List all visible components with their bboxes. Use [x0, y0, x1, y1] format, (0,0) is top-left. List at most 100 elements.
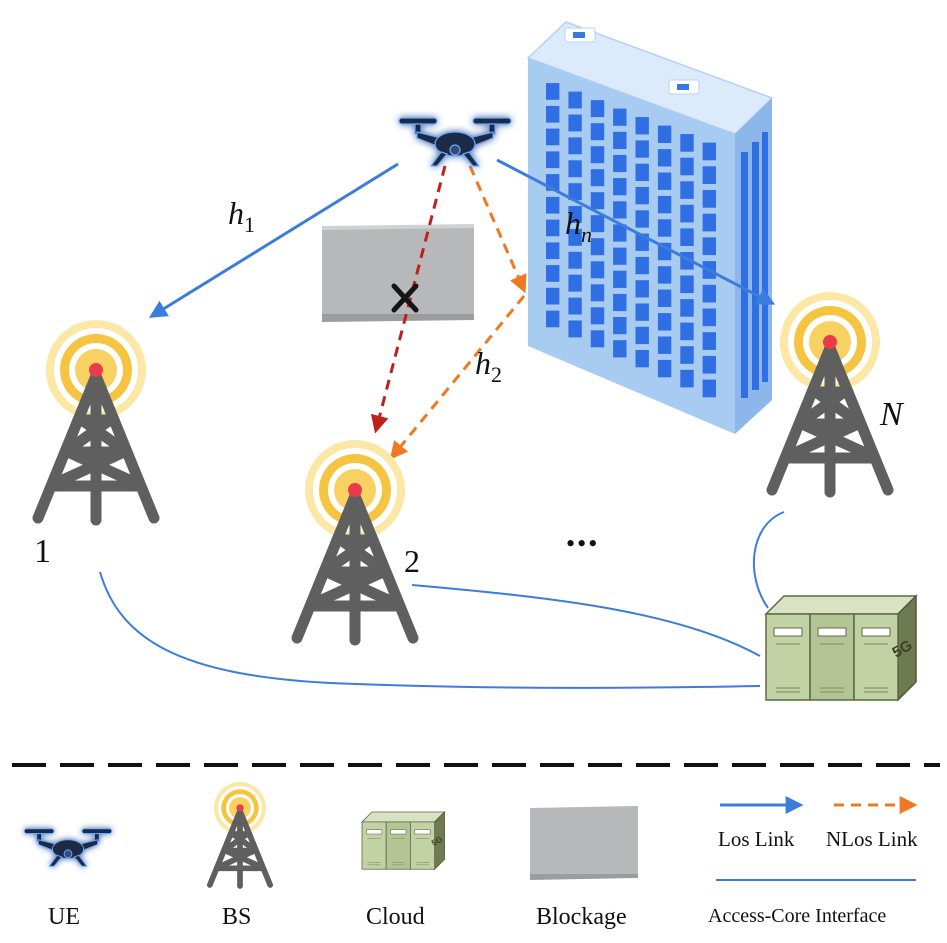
building-window: [635, 326, 649, 345]
building-window: [590, 238, 605, 256]
building-window: [613, 270, 627, 288]
building-window: [680, 369, 694, 388]
building-window: [657, 313, 672, 331]
building-window: [590, 123, 605, 141]
building-window: [546, 310, 560, 328]
legend-bs-icon: [210, 782, 270, 886]
building-window: [613, 178, 627, 196]
legend-cloud-icon: 5G: [361, 811, 445, 870]
building-window: [613, 108, 627, 126]
building-window: [613, 224, 627, 242]
building-window: [680, 157, 694, 176]
building-window: [613, 317, 627, 335]
building-window: [635, 163, 649, 181]
access-core-interfaces: [99, 511, 785, 689]
building-window: [657, 125, 672, 143]
building-window: [657, 289, 672, 307]
building-window: [613, 293, 627, 312]
legend-ue-label: UE: [48, 904, 80, 930]
building-window: [702, 284, 716, 303]
building-window: [546, 105, 560, 123]
building-window: [657, 219, 672, 237]
building-window: [657, 149, 672, 167]
building-window: [657, 242, 672, 261]
label-h2: h2: [475, 345, 502, 387]
blocked-nlos-link: [370, 165, 447, 434]
building-window: [702, 379, 716, 398]
label-bs-1: 1: [34, 533, 51, 570]
ue-drone-icon: [399, 118, 511, 166]
building-window: [590, 100, 605, 118]
nlos-link-reflected: [389, 295, 526, 460]
building-window: [613, 340, 627, 358]
interface-bs1: [99, 571, 761, 689]
building-window: [680, 275, 694, 294]
building-window: [568, 228, 582, 246]
bs-tower-1: [38, 320, 154, 520]
legend-los-label: Los Link: [718, 827, 795, 851]
building-window: [657, 266, 672, 284]
los-link-hn: [496, 158, 776, 305]
building-window: [702, 308, 716, 327]
building-window: [702, 332, 716, 350]
building-window: [546, 219, 560, 237]
building-window: [568, 297, 582, 315]
interface-bsn: [752, 511, 785, 609]
ellipsis: •••: [566, 529, 599, 558]
building-window: [680, 134, 694, 152]
building-window: [635, 303, 649, 321]
label-bs-n: N: [879, 396, 905, 433]
blocked-cross-mark: [391, 283, 419, 313]
building-window: [657, 336, 672, 354]
building-window: [702, 237, 716, 256]
building-window: [702, 142, 716, 161]
legend-blockage-label: Blockage: [536, 904, 627, 930]
building-window: [590, 169, 605, 187]
building-window: [635, 350, 649, 368]
building-window: [613, 201, 627, 219]
legend: UE BS 5G Cloud Blockage Los Link NLos Li…: [24, 782, 918, 930]
legend-interface-label: Access-Core Interface: [708, 905, 886, 927]
building-window: [546, 151, 560, 169]
building-window: [568, 251, 582, 269]
building-window: [613, 154, 627, 173]
building-window: [680, 322, 694, 341]
building-window: [568, 160, 582, 178]
building-window: [613, 247, 627, 265]
building-window: [568, 206, 582, 223]
legend-blockage-icon: [530, 806, 638, 880]
building-window: [590, 330, 605, 348]
building-window: [613, 131, 627, 149]
building-window: [702, 355, 716, 374]
bs-tower-2: [297, 440, 413, 640]
building-window: [568, 183, 582, 201]
legend-ue-icon: [24, 829, 111, 866]
building-window: [657, 359, 672, 378]
building-window: [680, 204, 694, 223]
blockage-wall: [322, 224, 474, 322]
building-window: [680, 228, 694, 246]
building-window: [590, 146, 605, 164]
building-window: [635, 280, 649, 298]
building-window: [590, 215, 605, 233]
interface-bs2: [411, 584, 761, 657]
building-window: [702, 213, 716, 232]
building-window: [568, 137, 582, 155]
building-window: [657, 172, 672, 190]
building-window: [568, 320, 582, 338]
label-bs-2: 2: [404, 543, 420, 579]
building-window: [680, 346, 694, 364]
bs-tower-n: [772, 292, 888, 492]
building-window: [546, 128, 560, 146]
links: [148, 158, 776, 460]
legend-bs-label: BS: [222, 904, 251, 930]
building-window: [680, 181, 694, 199]
building-window: [680, 299, 694, 317]
building-window: [546, 196, 560, 214]
building-window: [590, 284, 605, 302]
building-window: [635, 140, 649, 158]
building-window: [546, 83, 560, 100]
building-window: [702, 166, 716, 184]
building-window: [546, 265, 560, 282]
